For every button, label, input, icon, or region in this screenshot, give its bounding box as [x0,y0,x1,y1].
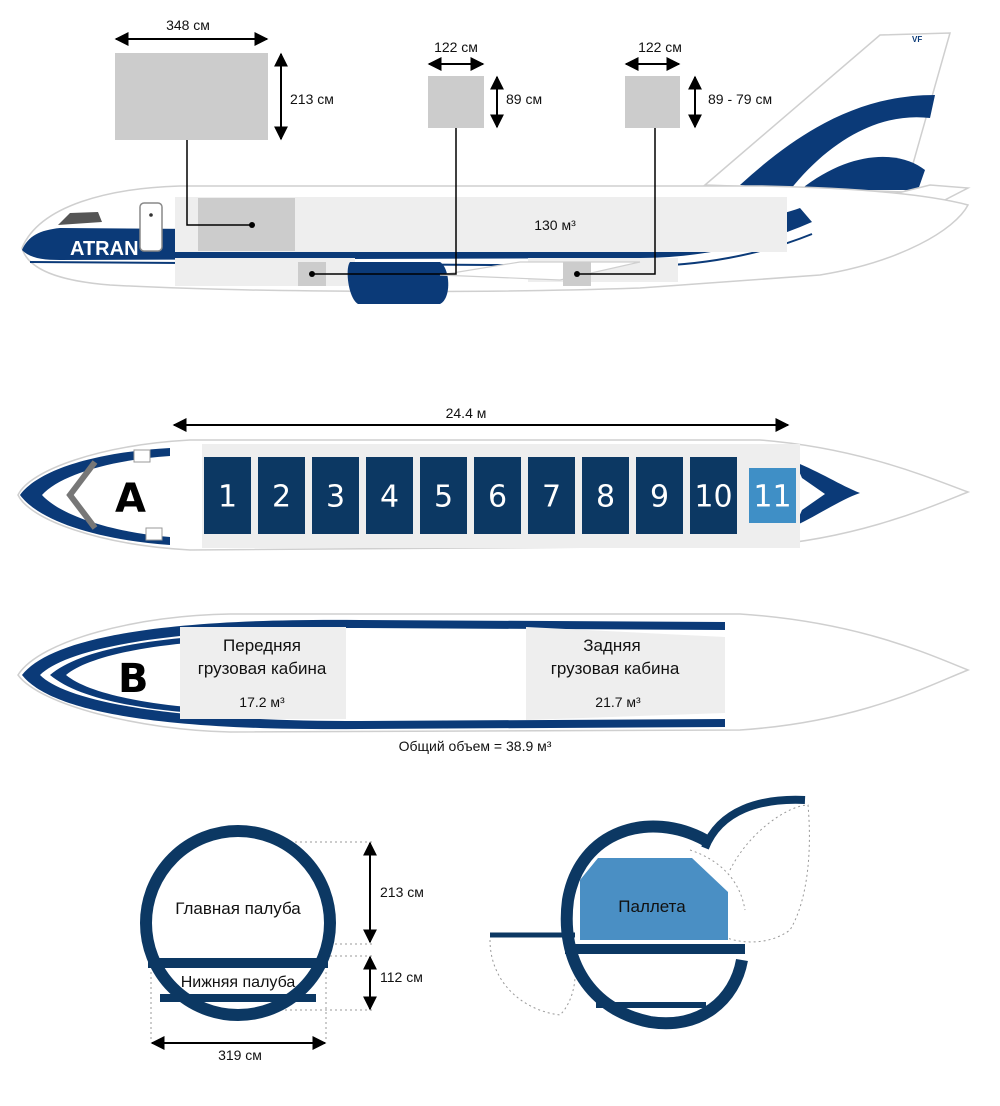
door-top-a [133,449,151,463]
container-big-height: 213 см [290,91,334,107]
tail-livery-a [795,462,860,526]
tail-livery [740,95,935,190]
rear-hold-line1: Задняя [583,636,640,655]
container-mid [428,76,484,128]
pallet-position-2 [258,457,305,534]
pallet-position-label-2: 2 [272,480,291,515]
rear-hold [526,627,725,720]
pallet-position-label-10: 10 [694,480,732,515]
pallet-position-1 [204,457,251,534]
door-fuselage-ring [560,820,748,1030]
pallet-position-11 [749,468,796,523]
section-width: 319 см [218,1047,262,1063]
leader-big [186,140,252,226]
door-handle [149,213,153,217]
pallet [580,858,728,940]
rear-hold-line2: грузовая кабина [551,659,680,678]
pallet-position-7 [528,457,575,534]
door-arc-dotted [689,849,746,911]
rear-hold-volume: 21.7 м³ [595,694,641,710]
deck-letter-b: B [118,656,149,702]
side-view: VF ATRAN 130 м³ [21,17,971,304]
container-right-width: 122 см [638,39,682,55]
pallet-position-label-7: 7 [542,480,561,515]
leader-mid [312,128,457,275]
lower-deck-view: B Передняя грузовая кабина 17.2 м³ Задня… [17,613,971,754]
door-section: Паллета [489,795,810,1030]
main-height: 213 см [380,884,424,900]
nose-livery-a [20,448,170,545]
leader-right-dot [574,271,580,277]
pallet-position-label-1: 1 [218,480,237,515]
pallet-label: Паллета [618,897,686,916]
container-mid-height: 89 см [506,91,542,107]
pallet-position-label-4: 4 [380,480,399,515]
door-floor-beam [565,944,745,954]
upper-door [701,795,806,850]
lower-door-outline [489,939,576,1016]
livery-b-inner [50,634,260,716]
pallet-position-4 [366,457,413,534]
pallet-position-6 [474,457,521,534]
front-hold-line1: Передняя [223,636,301,655]
deck-length: 24.4 м [446,405,487,421]
pallet-position-9 [636,457,683,534]
forward-door [139,202,163,252]
pallet-position-10 [690,457,737,534]
pallet-position-label-5: 5 [434,480,453,515]
airline-logo: ATRAN [70,238,139,260]
pallet-position-8 [582,457,629,534]
pallet-position-3 [312,457,359,534]
deck-floor-beam [148,958,328,968]
main-deck-label: Главная палуба [175,899,301,918]
front-hold-volume: 17.2 м³ [239,694,285,710]
lower-deck-floor [160,994,316,1002]
door-open-outline [719,804,810,943]
cockpit-a [66,460,98,530]
lower-height: 112 см [380,969,423,985]
leader-big-dot [249,222,255,228]
fuselage-cross-section: Главная палуба Нижняя палуба 213 см 112 … [140,825,424,1063]
engine-nacelle [347,262,449,304]
deck-letter-a: A [115,476,146,522]
container-big [115,53,268,140]
fuselage-ring [140,825,336,1021]
lower-hold-forward [175,258,355,286]
leader-mid-dot [309,271,315,277]
lower-deck-label: Нижняя палуба [181,974,296,991]
door-lower-floor [596,1002,706,1008]
front-hold-line2: грузовая кабина [198,659,327,678]
container-right-height: 89 - 79 см [708,91,772,107]
tail-mark: VF [912,35,922,44]
pallet-position-label-9: 9 [650,480,669,515]
pallet-position-label-6: 6 [488,480,507,515]
pallet-position-label-11: 11 [753,480,791,515]
container-right [625,76,680,128]
total-volume: Общий объем = 38.9 м³ [399,738,552,754]
tail-livery-swirl [800,156,925,190]
container-mid-width: 122 см [434,39,478,55]
container-big-width: 348 см [166,17,210,33]
leader-right [577,128,656,275]
main-deck-volume: 130 м³ [534,217,576,233]
front-hold [180,627,346,719]
pallet-position-5 [420,457,467,534]
pallet-position-label-8: 8 [596,480,615,515]
door-bottom-a [145,527,163,541]
pallet-position-label-3: 3 [326,480,345,515]
cockpit-windows [58,212,102,225]
